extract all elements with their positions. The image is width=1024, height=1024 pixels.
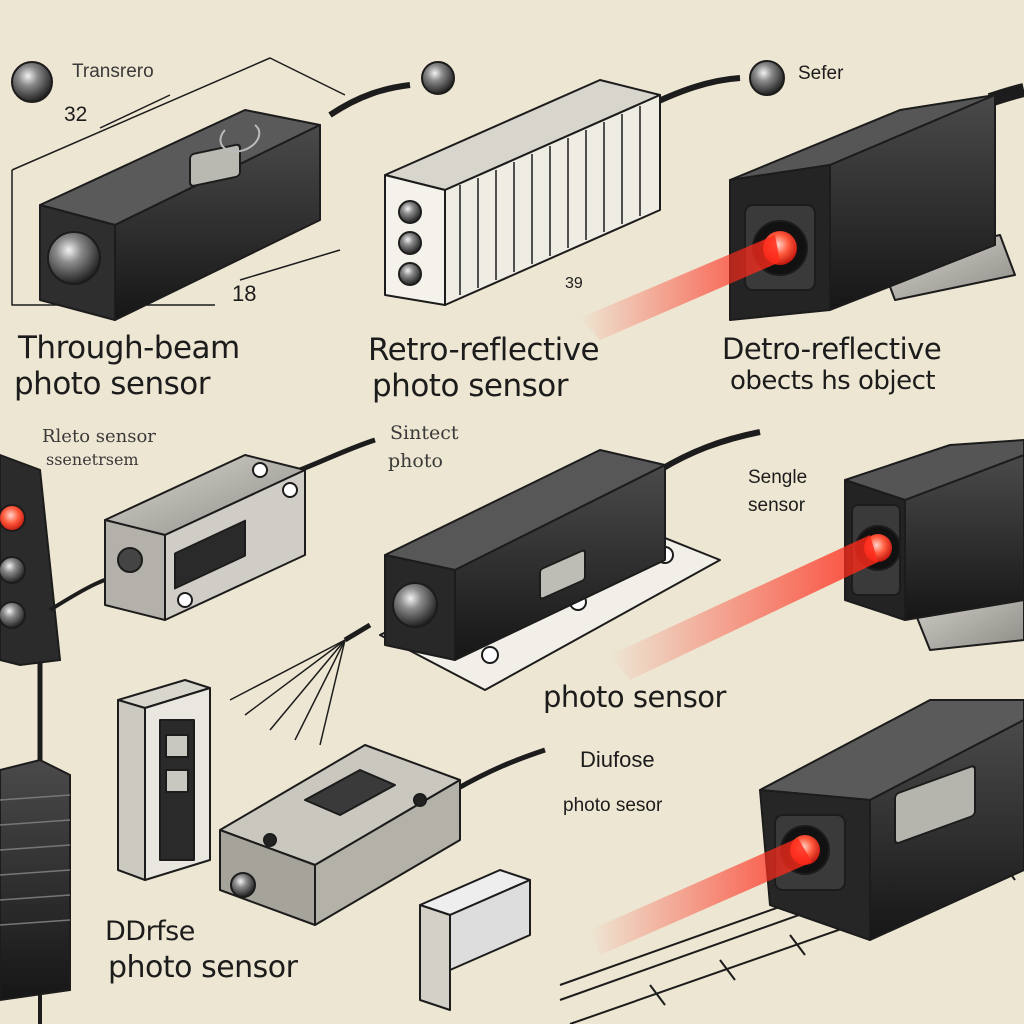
mounting-bracket-icon (419, 869, 531, 1011)
flat-sensor (219, 744, 546, 926)
indicator-ball-icon (11, 61, 53, 103)
sparks (229, 639, 346, 746)
label-sintect-line2: photo (388, 450, 443, 472)
detro-reflective-sensor (729, 60, 1024, 321)
heading-retro-line2: photo sensor (372, 368, 569, 404)
heading-detro-line2: obects hs object (730, 366, 936, 396)
laser-beam-icon (590, 838, 812, 955)
laser-beam-icon (610, 535, 878, 680)
sengle-sensor (844, 439, 1024, 651)
indicator-ball-icon (749, 60, 785, 96)
heading-ddrfse-line1: DDrfse (105, 916, 195, 947)
cable-icon (658, 429, 761, 473)
label-dimension-a: 32 (64, 103, 88, 126)
diffuse-sensor (759, 699, 1024, 941)
sintect-sensor (343, 429, 761, 691)
cable-icon (453, 747, 546, 793)
heading-through-beam-line2: photo sensor (14, 366, 211, 402)
label-sengle-line1: Sengle (748, 467, 808, 488)
through-beam-sensor (11, 57, 411, 321)
laser-beam-icon (580, 235, 780, 340)
label-sefer: Sefer (798, 63, 844, 84)
heading-ddrfse-line2: photo sensor (108, 950, 298, 985)
label-dimension-b: 18 (232, 281, 257, 306)
label-dimension-c: 39 (565, 275, 583, 292)
label-rleto-line2: ssenetrsem (46, 450, 139, 469)
label-sintect-line1: Sintect (390, 422, 459, 444)
label-diufose-line1: Diufose (580, 747, 655, 772)
cable-icon (328, 82, 411, 118)
cable-icon (299, 437, 376, 473)
lens-icon (47, 231, 101, 285)
heading-through-beam-line1: Through-beam (18, 330, 240, 366)
heading-retro-line1: Retro-reflective (368, 332, 600, 368)
heading-detro-line1: Detro-reflective (722, 332, 942, 366)
retro-reflective-sensor (384, 61, 741, 306)
small-module (117, 679, 211, 881)
label-sengle-line2: sensor (748, 495, 806, 516)
compact-sensor (104, 437, 376, 621)
label-rleto-line1: Rleto sensor (42, 426, 156, 447)
indicator-ball-icon (421, 61, 455, 95)
heading-photo-sensor-mid: photo sensor (543, 680, 726, 714)
label-transmitter: Transrero (72, 61, 154, 82)
label-diufose-line2: photo sesor (563, 795, 663, 816)
